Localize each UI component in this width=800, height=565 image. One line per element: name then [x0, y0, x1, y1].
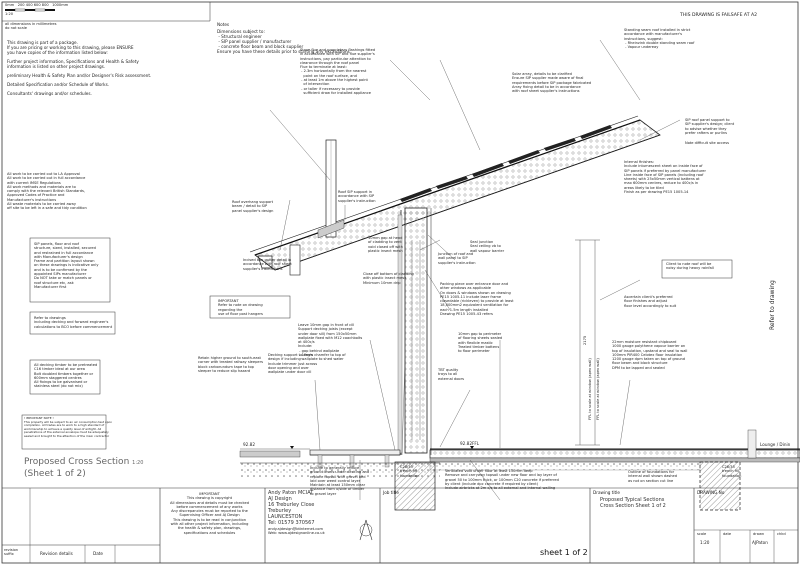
- notes-solar: Solar array, details to be clarified Ens…: [512, 72, 592, 94]
- notes-decking-support: Decking support to eng's design if inclu…: [268, 353, 318, 375]
- room-label-lounge: Lounge / Dinin: [760, 442, 791, 447]
- notes-important: ! IMPORTANT NOTE ! This property will be…: [24, 416, 113, 438]
- job-title-label: Job title: [383, 490, 399, 495]
- notes-chipboard: 22mm moisture resistant chipboard 1000 g…: [612, 340, 688, 370]
- notes-gutter: Incised box gutter detail in accordance …: [243, 258, 292, 271]
- notes-client-roof: Client to note roof will be noisy during…: [666, 262, 714, 271]
- notes-gap-perimeter: 10mm gap to perimeter of flooring sheets…: [458, 332, 503, 354]
- revision-suffix-label: revision suffix: [4, 548, 19, 557]
- notes-junction-roof-wall: Junction of roof and wall panel to SIP s…: [438, 252, 476, 265]
- notes-la-approval: All work to be carried out to LA Approva…: [7, 172, 87, 211]
- scale-bar-labels: 0mm 200 400 600 800 1000mm: [5, 3, 69, 7]
- roof-build-up: [249, 115, 661, 271]
- notes-ventilated-void: Ventilated void under floor at least 150…: [445, 469, 559, 491]
- notes-roof-sip: Roof SIP support in accordance with SIP …: [338, 190, 376, 203]
- section-title: Proposed Cross Section 1:20: [24, 457, 144, 467]
- notes-tbt: TBT quality trays to all external doors: [438, 368, 464, 381]
- external-wall-panel: [397, 207, 432, 455]
- dim-vertical-2: FFL to scale at window (apex wall): [588, 358, 592, 420]
- notes-dimensions: Dimensions subject to: - Structural engi…: [217, 29, 350, 54]
- title-block-lines: [2, 487, 798, 563]
- glazing: [411, 240, 421, 440]
- notes-outline-foundations: Outline of foundations for internal wall…: [628, 470, 678, 483]
- notes-drawings-ref: Refer to drawings including decking and …: [34, 316, 113, 329]
- failsafe-note: THIS DRAWING IS FAILSAFE AT A2: [680, 13, 758, 18]
- notes-package: This drawing is part of a package. If yo…: [7, 40, 134, 55]
- notes-leave-gap: Leave 10mm gap in front of cill Support …: [298, 323, 363, 362]
- drawing-title-label: Drawing title: [593, 490, 620, 495]
- level-markers: [240, 446, 474, 450]
- note-boxes: [21, 237, 733, 450]
- notes-spec: Detailed Specification and/or Schedule o…: [7, 82, 110, 87]
- designer-contact: andy.ajdesign@btinternet.com Web: www.aj…: [268, 527, 325, 536]
- notes-title: Notes: [217, 22, 230, 27]
- internal-wall: [747, 429, 757, 459]
- notes-sip-panels: SIP panels, floor and roof structure, si…: [34, 242, 99, 289]
- notes-internal-finishes: Internal finishes: Include intumescent s…: [624, 160, 706, 195]
- copyright-important: IMPORTANT This drawing is copyright All …: [170, 492, 249, 535]
- level-ffl: 92.82FFL: [460, 441, 480, 446]
- notes-flue: Stove flue and proprietary flashings fit…: [300, 48, 376, 95]
- dim-vertical-1: 2175: [583, 335, 587, 345]
- ground: [239, 450, 440, 477]
- refer-to-drawing: Refer to drawing: [769, 280, 776, 330]
- notes-preliminary: preliminary Health & Safety Plan and/or …: [7, 73, 152, 78]
- trench-right: C28/35 trench fill foundation: [722, 465, 742, 478]
- dim-vertical-3: FFL to scale at window (apex wall): [596, 358, 600, 420]
- notes-consultants: Consultants' drawings and/or schedules.: [7, 91, 92, 96]
- notes-include-generally: Include to generally reduce ground level…: [310, 466, 370, 496]
- drawn-label: drawn: [753, 532, 765, 536]
- scale-bar: [5, 8, 55, 12]
- trench-left: C28/35 trench fill foundation: [400, 465, 420, 478]
- aj-design-logo: [359, 519, 373, 541]
- notes-decking-timber: All decking timber to be pretreated C16 …: [34, 363, 98, 389]
- decking: [309, 449, 401, 468]
- scale-label: scale: [697, 532, 707, 536]
- drawn-value: AJPaton: [752, 540, 768, 545]
- notes-sip-roof-panel: SIP roof panel support to SIP supplier's…: [685, 118, 735, 135]
- notes-standing-seam: Standing seam roof installed in strict a…: [624, 28, 695, 50]
- solar-panels: [400, 125, 612, 202]
- chkd-label: chkd: [777, 532, 786, 536]
- stove-flue: [317, 139, 345, 239]
- notes-gap-10mm: 10mm gap at head of cladding to vent voi…: [368, 236, 403, 253]
- dims-note: all dimensions in millimetres do not sca…: [5, 22, 57, 31]
- scale-ratio: 1:20: [5, 12, 14, 16]
- date-label-2: date: [723, 532, 732, 536]
- notes-important-fix: IMPORTANT Refer to note on drawing regar…: [218, 299, 263, 316]
- vertical-dimension: [575, 239, 600, 446]
- floor-structure: [429, 448, 800, 463]
- notes-hs: Further project information, Specificati…: [7, 59, 139, 69]
- date-label: Date: [93, 551, 104, 556]
- notes-closed-off: Close off bottom of cladding with plasti…: [363, 272, 414, 285]
- notes-site-access: Note difficult site access: [685, 141, 729, 145]
- section-subtitle: (Sheet 1 of 2): [24, 469, 86, 479]
- notes-roof-overhang: Roof overhang support beam / detail to S…: [232, 200, 274, 213]
- notes-retain-higher: Retain higher ground to south-east corne…: [198, 356, 263, 373]
- notes-seal-junction: Seal junction Seal ceiling vb to wall va…: [470, 240, 505, 253]
- sheet-number: sheet 1 of 2: [540, 548, 588, 557]
- revision-details-label: Revision details: [40, 551, 73, 556]
- leader-lines: [269, 39, 681, 501]
- foundations: [394, 461, 741, 511]
- drawing-title: Proposed Typical Sections Cross Section …: [600, 497, 666, 509]
- notes-ascertain: Ascertain client's preferred floor finis…: [624, 295, 677, 308]
- level-left: 92.82: [243, 442, 255, 447]
- gutter: [257, 244, 301, 276]
- designer-details: Andy Paton MCIAT AJ Design 16 Treburley …: [268, 490, 315, 526]
- scale-value: 1:20: [700, 540, 710, 545]
- notes-packing-piece: Packing piece over entrance door and oth…: [440, 282, 514, 317]
- drawing-no-label: DRAWING No: [697, 490, 725, 495]
